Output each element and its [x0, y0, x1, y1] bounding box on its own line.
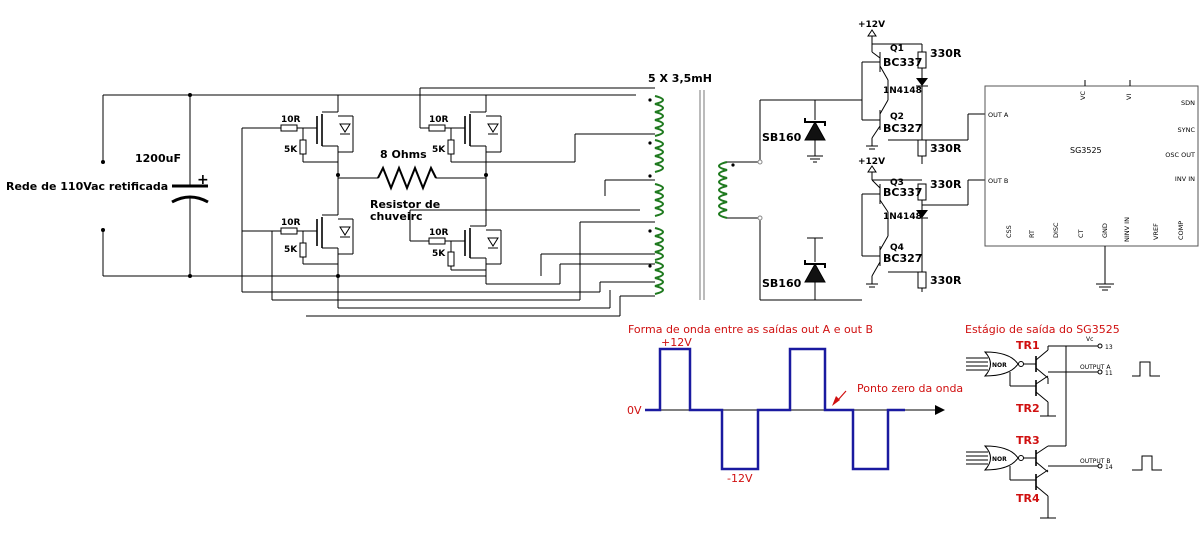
input-label: Rede de 110Vac retificada: [6, 180, 168, 193]
load-resistor: [338, 165, 486, 191]
q1-part-label: BC337: [883, 56, 922, 69]
label-5k-4: 5K: [432, 249, 446, 259]
input-rail: [101, 93, 636, 278]
chip-pin-comp: COMP: [1177, 221, 1185, 240]
chip-pin-out-a: OUT A: [988, 111, 1009, 119]
tr3-label: TR3: [1016, 434, 1040, 447]
gate-drive-transformer: [648, 90, 735, 300]
chip-pin-sdn: SDN: [1181, 99, 1195, 107]
pin-14-label: 14: [1105, 464, 1113, 471]
load-value-label: 8 Ohms: [380, 148, 427, 161]
waveform-title: Forma de onda entre as saídas out A e ou…: [628, 323, 873, 336]
tr1-label: TR1: [1016, 339, 1040, 352]
diode-label-1: 1N4148: [883, 86, 922, 96]
q4-part-label: BC327: [883, 252, 922, 265]
q2-label: Q2: [890, 112, 904, 122]
transformer-label: 5 X 3,5mH: [648, 72, 712, 85]
pin-13-label: 13: [1105, 344, 1113, 351]
vc-label: Vc: [1086, 336, 1093, 343]
chip-pin-vc: VC: [1079, 91, 1087, 100]
mosfet-left-bottom: [316, 173, 354, 278]
r330-label-4: 330R: [930, 274, 962, 287]
q4-label: Q4: [890, 243, 904, 253]
chip-name: SG3525: [1070, 146, 1102, 155]
chip-pin-ninv-in: NINV IN: [1123, 217, 1131, 242]
chip-pin-vref: VREF: [1152, 223, 1160, 240]
label-5k-2: 5K: [284, 245, 298, 255]
label-5k-1: 5K: [284, 145, 298, 155]
chip-pin-ct: CT: [1077, 229, 1085, 238]
chip-pin-sync: SYNC: [1178, 126, 1196, 134]
output-a-label: OUTPUT A: [1080, 364, 1111, 371]
diode-label-2: 1N4148: [883, 212, 922, 222]
label-10r-2: 10R: [281, 218, 301, 228]
sb160-label-top: SB160: [762, 131, 802, 144]
chip-pin-disc: DISC: [1052, 222, 1060, 238]
supply-label-2: +12V: [858, 157, 885, 167]
chip-pin-rt: RT: [1028, 230, 1036, 238]
svg-text:+: +: [197, 172, 209, 188]
tr2-label: TR2: [1016, 402, 1040, 415]
load-name-label-1: Resistor de: [370, 198, 440, 211]
sg3525-chip: [984, 80, 1199, 291]
capacitor-label: 1200uF: [135, 152, 181, 165]
mosfet-left-top: [316, 95, 354, 175]
capacitor-1200uf: +: [171, 95, 209, 276]
label-10r-3: 10R: [429, 115, 449, 125]
q1-label: Q1: [890, 44, 904, 54]
mosfet-right-top: [464, 95, 502, 175]
chip-pin-gnd: GND: [1101, 223, 1109, 238]
gate-resistors: [242, 124, 486, 271]
supply-label-1: +12V: [858, 20, 885, 30]
output-stage-circuit: [966, 343, 1162, 519]
waveform-neg-label: -12V: [727, 472, 753, 485]
q3-label: Q3: [890, 178, 904, 188]
label-10r-4: 10R: [429, 228, 449, 238]
chip-pin-out-b: OUT B: [988, 177, 1008, 185]
nor-gate-label-2: NOR: [992, 456, 1007, 463]
load-name-label-2: chuveirc: [370, 210, 423, 223]
totem-pole-drivers: [861, 29, 985, 292]
q2-part-label: BC327: [883, 122, 922, 135]
chip-pin-vi: VI: [1125, 94, 1133, 100]
label-10r-1: 10R: [281, 115, 301, 125]
label-5k-3: 5K: [432, 145, 446, 155]
sb160-label-bottom: SB160: [762, 277, 802, 290]
pin-11-label: 11: [1105, 370, 1113, 377]
waveform-pos-label: +12V: [661, 336, 692, 349]
r330-label-2: 330R: [930, 142, 962, 155]
mosfet-right-bottom: [340, 173, 502, 277]
secondary-circuit: [727, 99, 862, 301]
chip-pin-inv-in: INV IN: [1175, 175, 1195, 183]
chip-pin-osc-out: OSC OUT: [1165, 151, 1195, 159]
waveform-plot: [645, 347, 945, 471]
output-stage-title: Estágio de saída do SG3525: [965, 323, 1120, 336]
tr4-label: TR4: [1016, 492, 1040, 505]
gate-drive-wires: [241, 87, 655, 317]
r330-label-3: 330R: [930, 178, 962, 191]
waveform-zero-label: 0V: [627, 404, 642, 417]
waveform-zero-note: Ponto zero da onda: [857, 382, 963, 395]
chip-pin-css: CSS: [1005, 225, 1013, 238]
q3-part-label: BC337: [883, 186, 922, 199]
output-b-label: OUTPUT B: [1080, 458, 1110, 465]
nor-gate-label-1: NOR: [992, 362, 1007, 369]
r330-label-1: 330R: [930, 47, 962, 60]
